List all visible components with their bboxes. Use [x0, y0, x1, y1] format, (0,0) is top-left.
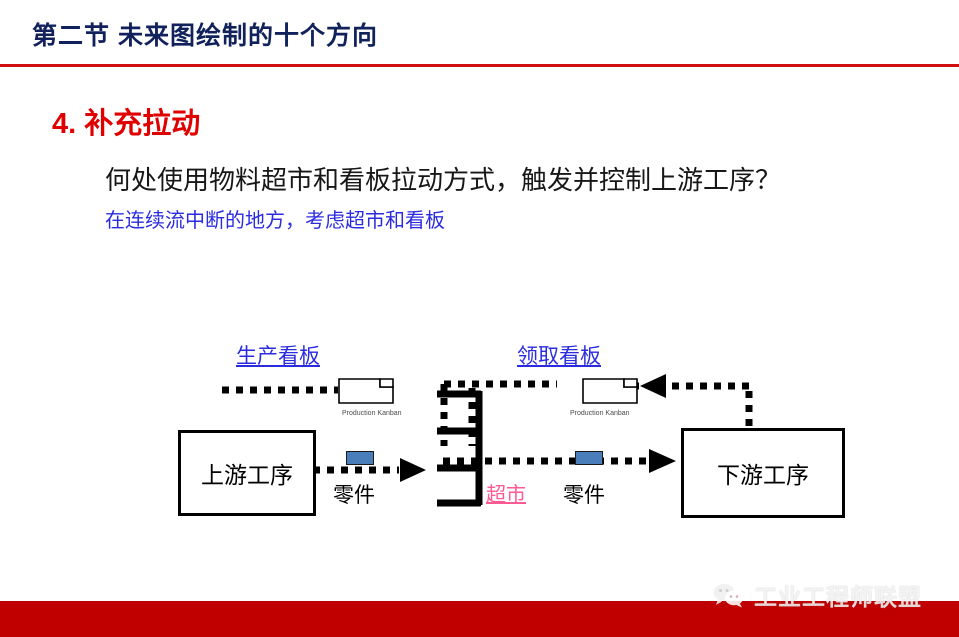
withdrawal-kanban-caption: Production Kanban [570, 410, 630, 417]
watermark: 工业工程师联盟 [712, 578, 922, 612]
downstream-process-label: 下游工序 [717, 463, 809, 488]
downstream-process-box: 下游工序 [681, 428, 845, 518]
watermark-text: 工业工程师联盟 [754, 584, 922, 610]
page-title: 第二节 未来图绘制的十个方向 [32, 22, 378, 50]
material-chip-right-icon [575, 451, 603, 465]
upstream-process-box: 上游工序 [178, 430, 316, 516]
upstream-process-label: 上游工序 [201, 463, 293, 488]
dashed-line-downstream-to-withdrawal-kanban [620, 374, 753, 426]
withdrawal-kanban-card-icon [582, 378, 638, 404]
section-heading: 4. 补充拉动 [52, 108, 201, 140]
material-chip-left-icon [346, 451, 374, 465]
footer-bar [0, 601, 959, 637]
title-divider-rule [0, 64, 959, 67]
production-kanban-caption: Production Kanban [342, 410, 402, 417]
supermarket-icon [437, 390, 483, 507]
question-text: 何处使用物料超市和看板拉动方式，触发并控制上游工序？ [105, 166, 782, 195]
production-kanban-header-label: 生产看板 [236, 344, 320, 368]
note-text: 在连续流中断的地方，考虑超市和看板 [105, 210, 445, 232]
parts-label-right: 零件 [563, 483, 605, 507]
parts-label-left: 零件 [333, 483, 375, 507]
production-kanban-card-icon [338, 378, 394, 404]
wechat-icon [713, 584, 743, 608]
withdrawal-kanban-header-label: 领取看板 [517, 344, 601, 368]
supermarket-label: 超市 [486, 484, 526, 506]
